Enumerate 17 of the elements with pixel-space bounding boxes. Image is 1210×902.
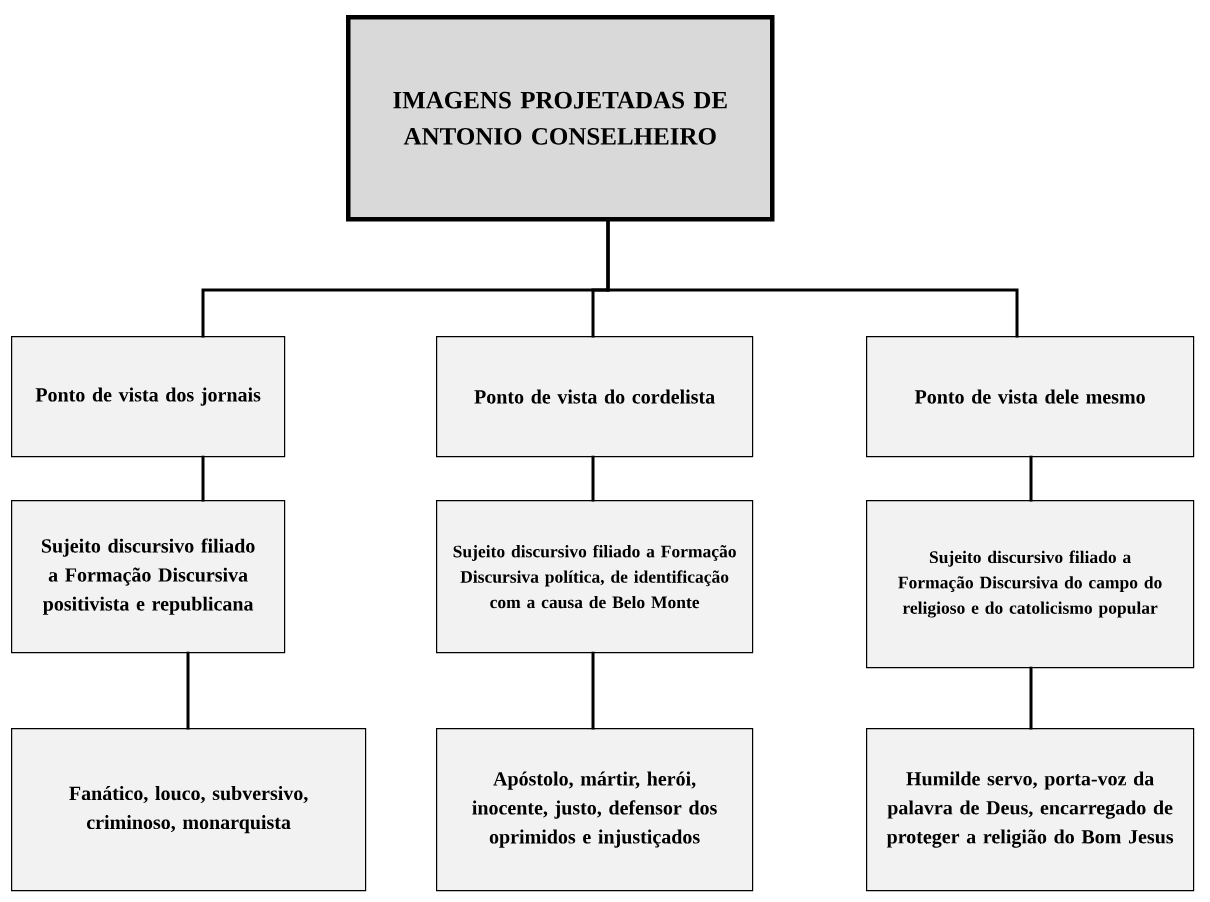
category-box: Ponto de vista dele mesmo — [866, 336, 1195, 458]
connector-line — [591, 651, 595, 730]
connector-line — [1029, 666, 1033, 730]
connector-line — [606, 220, 1019, 338]
result-box: Humilde servo, porta-voz da palavra de Deus, encarregado de proteger a religião do Bom Jesus — [866, 728, 1195, 892]
category-box: Ponto de vista dos jornais — [11, 336, 286, 458]
connector-line — [186, 651, 190, 730]
title-box: IMAGENS PROJETADAS DE ANTONIO CONSELHEIRO — [346, 15, 775, 222]
connector-line — [1029, 455, 1033, 502]
result-box: Apóstolo, mártir, herói, inocente, justo, defensor dos oprimidos e injustiçados — [436, 728, 754, 892]
result-box: Fanático, louco, subversivo, criminoso, monarquista — [11, 728, 367, 892]
category-box: Ponto de vista do cordelista — [436, 336, 754, 458]
connector-line — [201, 455, 205, 502]
description-box: Sujeito discursivo filiado a Formação Discursiva do campo do religioso e do catolicismo popular — [866, 500, 1195, 669]
description-box: Sujeito discursivo filiado a Formação Discursiva positivista e republicana — [11, 500, 286, 654]
description-box: Sujeito discursivo filiado a Formação Discursiva política, de identificação com a causa de Belo Monte — [436, 500, 754, 654]
connector-line — [591, 455, 595, 502]
